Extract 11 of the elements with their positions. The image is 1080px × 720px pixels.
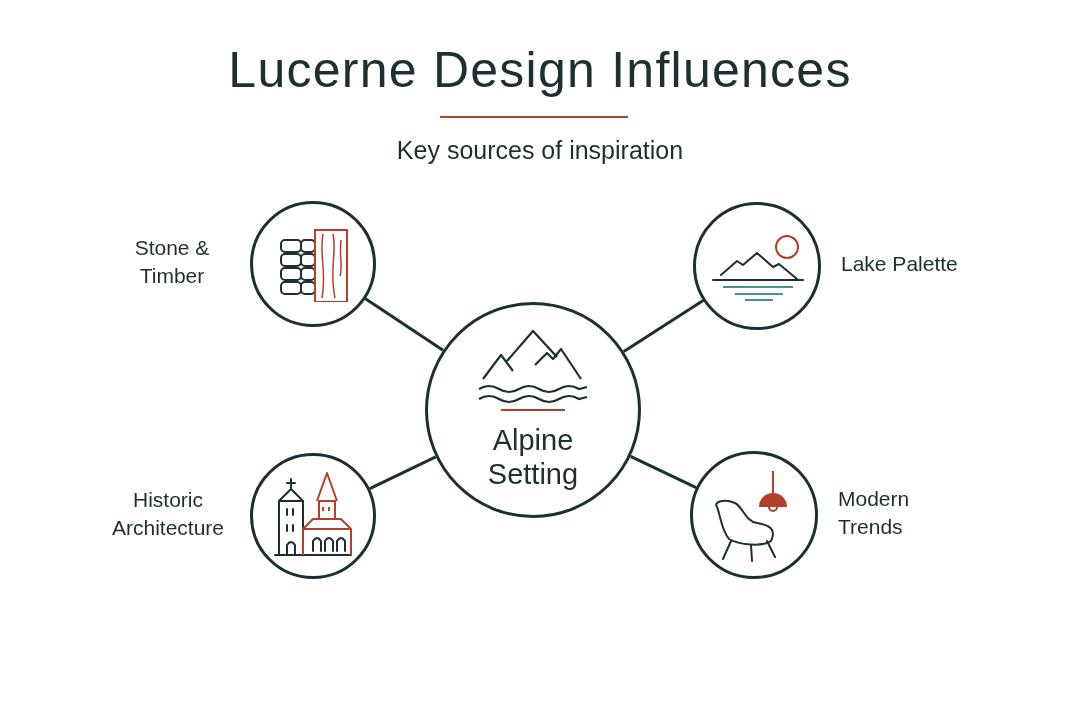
circle-caption: Historic Architecture: [110, 487, 225, 541]
subtitle: Key sources of inspiration: [395, 135, 685, 166]
node-label: Alpine Setting: [486, 423, 580, 491]
connector-line: [623, 299, 704, 353]
circle-caption: Modern Trends: [838, 486, 911, 540]
connector-line: [364, 297, 444, 352]
connector-line: [629, 455, 697, 489]
connector-line: [369, 455, 437, 490]
circle-caption: Lake Palette: [841, 251, 959, 277]
circle-caption: Stone & Timber: [133, 235, 211, 289]
title: Lucerne Design Influences: [227, 41, 853, 100]
